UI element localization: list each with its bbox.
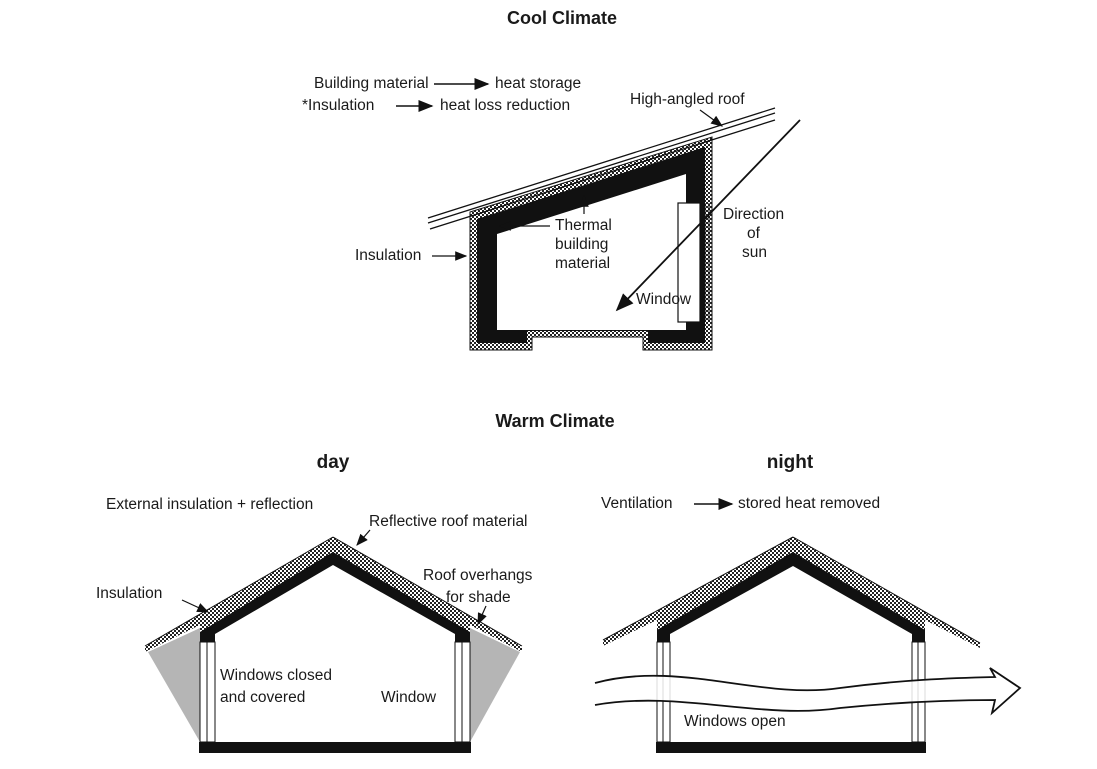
sun-label-1: Direction [723,206,784,223]
cool-window [677,202,701,323]
legend-insulation: *Insulation [302,97,374,114]
day-window-label: Window [381,689,437,706]
thermal-label-3: material [555,255,610,272]
windows-closed-label-2: and covered [220,689,305,706]
high-angled-roof-label: High-angled roof [630,91,745,108]
day-heading: External insulation + reflection [106,496,313,513]
sun-label-3: sun [742,244,767,261]
ventilation-label: Ventilation [601,495,673,512]
day-insulation-label: Insulation [96,585,162,602]
day-insulation-pointer [181,599,210,613]
warm-climate-title: Warm Climate [495,411,614,431]
reflective-roof-pointer [356,529,371,546]
thermal-label-2: building [555,236,608,253]
cool-climate-title: Cool Climate [507,8,617,28]
day-title: day [317,452,350,473]
overhang-label-2: for shade [446,589,511,606]
overhang-pointer [477,605,487,626]
legend-heat-loss-reduction: heat loss reduction [440,97,570,114]
windows-closed-label-1: Windows closed [220,667,332,684]
sun-label-2: of [747,225,761,242]
roof-pointer [699,109,723,127]
night-title: night [767,452,814,473]
thermal-label-1: Thermal [555,217,612,234]
legend-building-material: Building material [314,75,429,92]
legend-heat-storage: heat storage [495,75,581,92]
cool-house [427,107,776,351]
windows-open-label: Windows open [684,713,786,730]
cool-window-label: Window [636,291,692,308]
reflective-roof-label: Reflective roof material [369,513,528,530]
airflow-arrow [594,667,1022,716]
night-house [602,536,981,753]
cool-insulation-label: Insulation [355,247,421,264]
day-house [144,536,523,753]
overhang-label-1: Roof overhangs [423,567,533,584]
sun-direction-arrow [615,119,801,312]
stored-heat-removed-label: stored heat removed [738,495,880,512]
